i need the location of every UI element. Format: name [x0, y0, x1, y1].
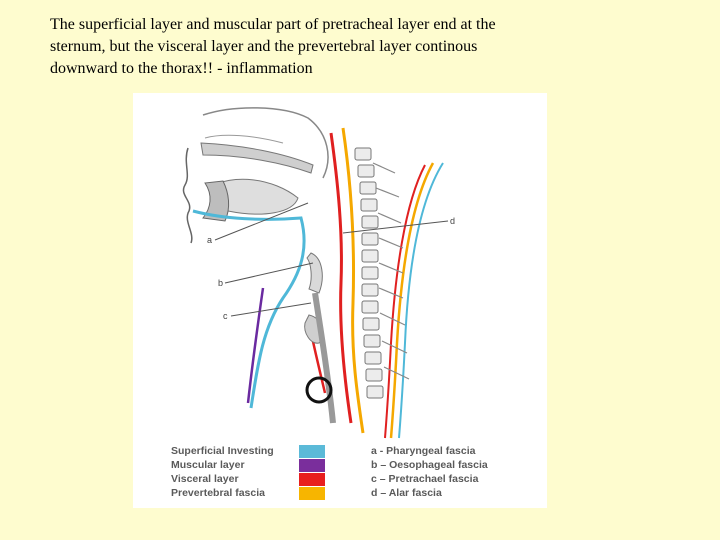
label-a: a: [207, 235, 212, 245]
legend-key-label: d – Alar fascia: [371, 487, 442, 499]
muscular-layer-path: [246, 287, 265, 404]
caption-line-1: The superficial layer and muscular part …: [50, 16, 496, 33]
legend-layer-label: Superficial Investing: [171, 445, 274, 457]
nasal-region: [204, 134, 284, 144]
trachea: [312, 292, 336, 424]
caption-line-2: sternum, but the visceral layer and the …: [50, 38, 478, 55]
larynx: [306, 252, 323, 294]
legend-key-label: a - Pharyngeal fascia: [371, 445, 476, 457]
legend-key-label: b – Oesophageal fascia: [371, 459, 488, 471]
legend-layer-label: Muscular layer: [171, 459, 245, 471]
legend-swatch: [299, 445, 325, 458]
neck-fascia-diagram: a b c d Superficial Investing a - Pharyn…: [133, 93, 547, 508]
posterior-red-line: [384, 164, 426, 439]
legend-swatch: [299, 459, 325, 472]
face-profile: [182, 147, 193, 244]
spinous-processes: [372, 162, 410, 380]
label-c: c: [223, 311, 228, 321]
prevertebral-layer-path: [341, 127, 365, 434]
sagittal-neck-illustration: a b c d: [182, 107, 455, 439]
legend-layer-label: Visceral layer: [171, 473, 239, 485]
legend-layer-label: Prevertebral fascia: [171, 487, 265, 499]
legend-swatch: [299, 473, 325, 486]
posterior-orange-line: [389, 162, 435, 439]
label-b-leader: [224, 262, 314, 284]
superficial-layer-path: [192, 209, 306, 409]
label-c-leader: [230, 302, 312, 317]
caption-line-3: downward to the thorax!! - inflammation: [50, 60, 313, 77]
label-d: d: [450, 216, 455, 226]
skull-outline: [202, 107, 329, 179]
palate-bone: [200, 142, 314, 174]
posterior-blue-line: [398, 162, 444, 439]
caption: The superficial layer and muscular part …: [50, 14, 570, 80]
mandible: [202, 180, 230, 222]
legend: Superficial Investing a - Pharyngeal fas…: [171, 445, 531, 501]
visceral-layer-path: [329, 132, 353, 424]
vertebral-column: [354, 147, 384, 399]
label-b: b: [218, 278, 223, 288]
tongue: [207, 178, 299, 215]
label-d-leader: [342, 220, 449, 234]
label-a-leader: [214, 202, 309, 241]
legend-swatch: [299, 487, 325, 500]
legend-key-label: c – Pretrachael fascia: [371, 473, 479, 485]
sternum-circle-marker: [305, 376, 333, 404]
